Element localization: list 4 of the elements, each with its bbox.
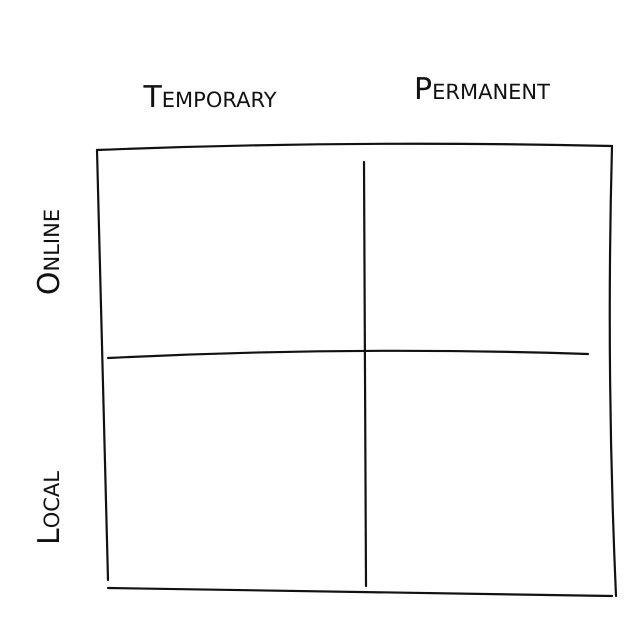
column-heading: Temporary bbox=[143, 83, 277, 113]
row-heading: Online bbox=[35, 208, 65, 296]
column-heading: Permanent bbox=[414, 75, 550, 105]
row-heading: Local bbox=[35, 471, 65, 545]
